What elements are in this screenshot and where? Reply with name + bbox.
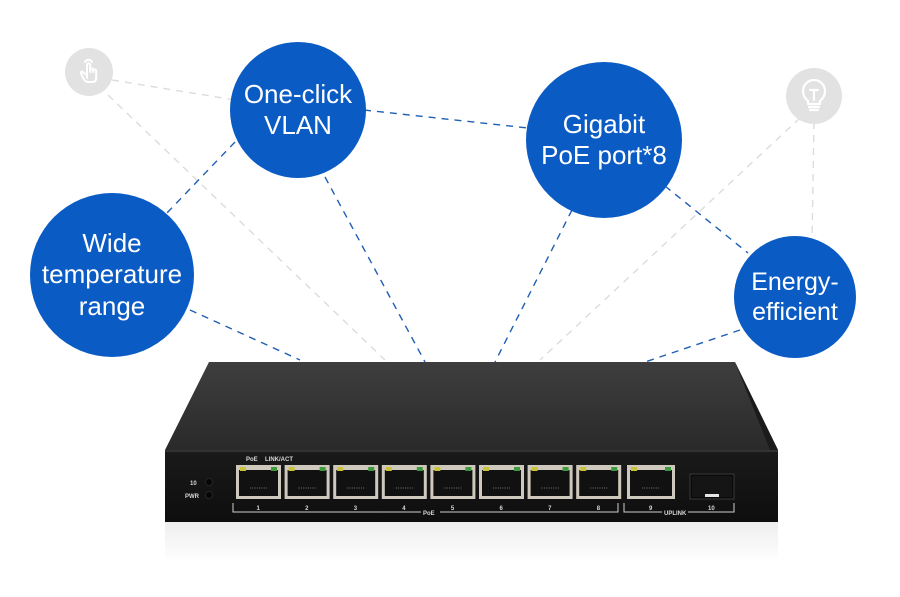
link-led bbox=[665, 467, 671, 471]
port-socket bbox=[630, 470, 672, 496]
port-socket bbox=[579, 470, 619, 496]
port-number-label: 8 bbox=[597, 506, 601, 512]
link-led bbox=[368, 467, 375, 471]
rj45-port-4[interactable]: 4 bbox=[381, 465, 427, 512]
poe-led bbox=[337, 467, 344, 471]
uplink-rj45-port-9[interactable]: 9 bbox=[627, 465, 675, 512]
port-number-label: 4 bbox=[402, 506, 406, 512]
port-socket bbox=[239, 470, 278, 496]
feature-text-line: Energy- bbox=[751, 268, 839, 296]
gray-connector bbox=[811, 121, 815, 241]
poe-group-label: PoE bbox=[423, 511, 435, 517]
port-socket bbox=[530, 470, 570, 496]
blue-connector bbox=[494, 209, 573, 363]
switch-top-panel bbox=[165, 362, 778, 450]
feature-text-line: range bbox=[78, 290, 146, 321]
ten-status-led bbox=[205, 478, 213, 486]
poe-led bbox=[483, 467, 489, 471]
sfp-port-10[interactable]: 10 bbox=[689, 473, 735, 512]
lightbulb-icon bbox=[801, 79, 827, 112]
feature-bubble-one-click-vlan: One-click VLAN bbox=[230, 42, 366, 178]
feature-bubble-energy-efficient: Energy- efficient bbox=[734, 236, 856, 358]
rj45-port-7[interactable]: 7 bbox=[527, 465, 573, 512]
uplink-port-group: 9 10 bbox=[627, 465, 735, 512]
rj45-port-5[interactable]: 5 bbox=[430, 465, 476, 512]
poe-port-group: 1 2 3 4 5 6 7 8 bbox=[236, 465, 622, 512]
rj45-port-1[interactable]: 1 bbox=[236, 465, 281, 512]
rj45-port-2[interactable]: 2 bbox=[284, 465, 330, 512]
poe-led bbox=[385, 467, 392, 471]
port-number-label: 10 bbox=[708, 506, 715, 512]
blue-connector bbox=[644, 329, 741, 363]
blue-connector bbox=[324, 176, 426, 363]
blue-connector bbox=[363, 109, 529, 129]
link-led bbox=[562, 467, 569, 471]
rj45-port-3[interactable]: 3 bbox=[333, 465, 379, 512]
link-act-led-label: LINK/ACT bbox=[265, 457, 293, 463]
blue-connector bbox=[664, 185, 749, 254]
port-number-label: 7 bbox=[548, 506, 552, 512]
poe-led bbox=[531, 467, 538, 471]
uplink-group-label: UPLINK bbox=[664, 511, 687, 517]
port-number-label: 6 bbox=[500, 506, 504, 512]
feature-text-line: PoE port*8 bbox=[541, 140, 667, 170]
rj45-port-6[interactable]: 6 bbox=[479, 465, 524, 512]
uplink-group-bracket bbox=[623, 503, 735, 513]
port-number-label: 2 bbox=[305, 506, 309, 512]
poe-led bbox=[288, 467, 295, 471]
port-number-label: 3 bbox=[354, 506, 358, 512]
link-led bbox=[319, 467, 326, 471]
feature-bubble-gigabit-poe: Gigabit PoE port*8 bbox=[526, 62, 682, 218]
poe-led bbox=[240, 467, 246, 471]
link-led bbox=[416, 467, 423, 471]
pwr-status-led bbox=[205, 491, 213, 499]
port-socket bbox=[336, 470, 376, 496]
feature-bubble-wide-temperature: Wide temperature range bbox=[30, 193, 194, 357]
link-led bbox=[465, 467, 472, 471]
sfp-socket bbox=[692, 476, 732, 497]
port-number-label: 9 bbox=[649, 506, 653, 512]
feature-text-line: One-click bbox=[243, 78, 353, 109]
ten-status-label: 10 bbox=[190, 481, 197, 487]
port-number-label: 5 bbox=[451, 506, 455, 512]
poe-led bbox=[631, 467, 637, 471]
link-led bbox=[271, 467, 277, 471]
link-led bbox=[514, 467, 520, 471]
feature-text-line: temperature bbox=[41, 259, 183, 290]
port-socket bbox=[287, 470, 327, 496]
blue-connector bbox=[164, 141, 236, 216]
port-socket bbox=[433, 470, 473, 496]
feature-text-line: Gigabit bbox=[562, 108, 646, 139]
hand-pointer-icon bbox=[79, 58, 98, 83]
port-socket bbox=[482, 470, 521, 496]
pwr-status-label: PWR bbox=[185, 494, 200, 500]
poe-led-label: PoE bbox=[246, 457, 258, 463]
sfp-latch bbox=[705, 494, 719, 497]
port-number-label: 1 bbox=[257, 506, 261, 512]
feature-text-line: efficient bbox=[752, 298, 838, 326]
poe-led bbox=[580, 467, 587, 471]
hand-pointer-icon-badge bbox=[65, 48, 113, 96]
feature-text-line: Wide bbox=[82, 228, 142, 259]
poe-led bbox=[434, 467, 441, 471]
switch-right-side bbox=[735, 362, 778, 456]
poe-group-bracket bbox=[232, 503, 619, 513]
port-socket bbox=[384, 470, 424, 496]
lightbulb-icon-badge bbox=[786, 68, 842, 124]
rj45-port-8[interactable]: 8 bbox=[576, 465, 622, 512]
switch-reflection bbox=[165, 522, 778, 562]
link-led bbox=[611, 467, 618, 471]
feature-text-line: VLAN bbox=[264, 110, 332, 140]
